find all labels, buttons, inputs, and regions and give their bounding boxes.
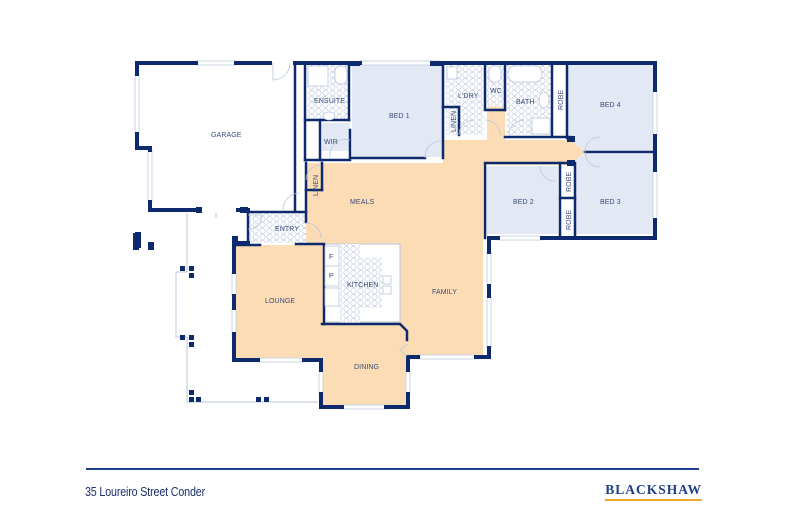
- bed2-floor: [486, 166, 558, 234]
- label-robe-bed4: ROBE: [558, 90, 565, 110]
- entry-floor: [248, 213, 306, 243]
- kitchen-floor-2: [360, 258, 382, 308]
- toilet-wc: [488, 65, 502, 83]
- sink-kitchen-1: [382, 275, 392, 285]
- bed4-floor: [568, 65, 653, 151]
- label-robe-bed2: ROBE: [566, 172, 573, 192]
- label-linen-laundry: LINEN: [451, 111, 458, 132]
- bed1-floor: [352, 65, 443, 157]
- label-garage: GARAGE: [211, 132, 242, 139]
- label-meals: MEALS: [350, 199, 374, 206]
- label-laundry: L'DRY: [458, 93, 479, 100]
- door-swings: [247, 62, 601, 357]
- label-bed3: BED 3: [600, 199, 621, 206]
- label-pantry: P: [329, 273, 334, 280]
- wir-floor: [322, 123, 350, 151]
- property-address: 35 Loureiro Street Conder: [85, 485, 206, 499]
- label-entry: ENTRY: [275, 226, 299, 233]
- basin-bath: [538, 91, 550, 109]
- garage-floor: [140, 65, 295, 210]
- brand-logo: BLACKSHAW: [605, 483, 702, 501]
- label-fridge: F: [329, 254, 333, 261]
- bed3-floor: [575, 154, 653, 234]
- label-bath: BATH: [516, 99, 535, 106]
- label-robe-bed3: ROBE: [566, 210, 573, 230]
- shower-ensuite: [307, 65, 329, 87]
- verandah-outline: [175, 213, 318, 403]
- label-bed2: BED 2: [513, 199, 534, 206]
- bath-tub: [507, 65, 543, 83]
- room-labels: GARAGE ENSUITE WIR BED 1 L'DRY LINEN WC …: [211, 88, 621, 371]
- kitchen-floor: [340, 244, 360, 324]
- label-kitchen: KITCHEN: [347, 282, 378, 289]
- hallway-floor: [443, 107, 585, 165]
- basin-ensuite: [322, 111, 336, 121]
- label-ensuite: ENSUITE: [314, 98, 345, 105]
- sink-kitchen-2: [382, 285, 392, 295]
- label-wir: WIR: [324, 139, 338, 146]
- label-family: FAMILY: [432, 289, 457, 296]
- cooktop: [324, 287, 340, 307]
- label-bed4: BED 4: [600, 102, 621, 109]
- wall-blocks: [135, 61, 575, 250]
- shower-bath: [531, 117, 551, 135]
- footer-divider: [86, 468, 699, 470]
- toilet-ensuite: [334, 65, 348, 85]
- fixtures: [307, 65, 551, 307]
- label-lounge: LOUNGE: [265, 298, 295, 305]
- label-linen-meals: LINEN: [313, 175, 320, 196]
- verandah-posts: [180, 266, 269, 402]
- walls: [133, 61, 657, 409]
- sink-laundry: [446, 66, 458, 80]
- label-bed1: BED 1: [389, 113, 410, 120]
- pantry-space: [324, 265, 340, 287]
- label-dining: DINING: [354, 364, 379, 371]
- label-wc: WC: [490, 88, 502, 95]
